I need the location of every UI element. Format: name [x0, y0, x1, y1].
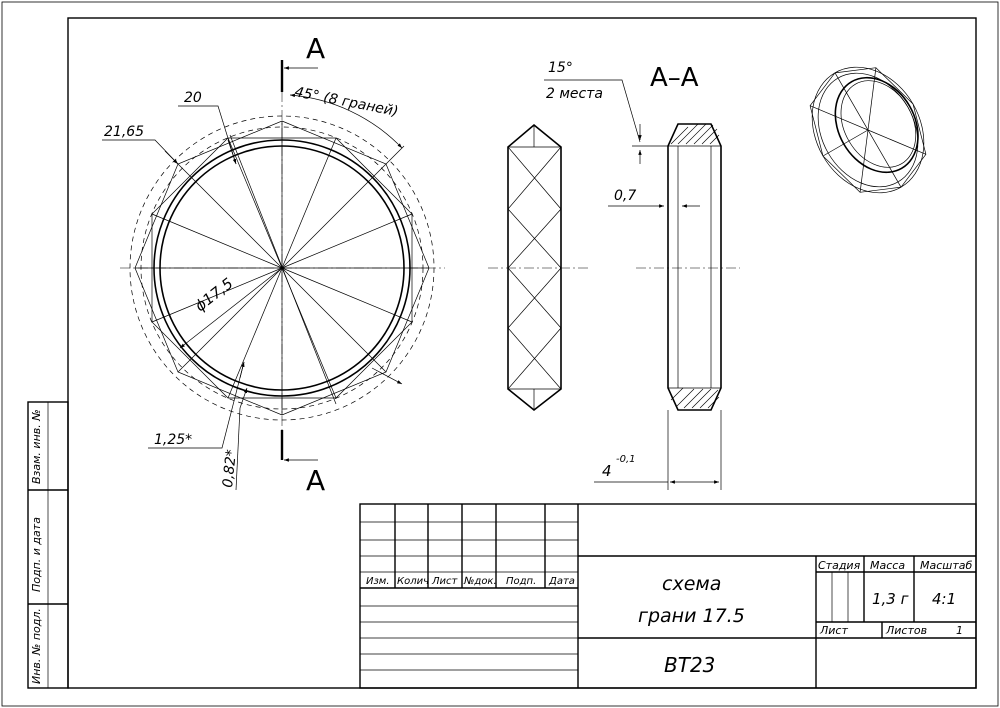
- scale-label: Масштаб: [920, 559, 972, 572]
- sheets-label: Листов: [885, 624, 927, 637]
- side-view: [488, 123, 590, 412]
- col-data: Дата: [548, 576, 575, 587]
- dim-20-leader: [178, 105, 237, 165]
- section-mark-top: A: [306, 32, 325, 65]
- col-kolich: Колич: [397, 576, 429, 587]
- section-mark-bottom: A: [306, 464, 325, 497]
- col-izm: Изм.: [366, 576, 390, 587]
- col-list: Лист: [431, 576, 459, 587]
- side-view-outline: [507, 123, 562, 412]
- dim-07-label: 0,7: [614, 188, 636, 204]
- section-view: A–A: [544, 60, 740, 490]
- dim-4-label: 4: [602, 462, 612, 480]
- stage-label: Стадия: [818, 559, 861, 572]
- section-title: A–A: [650, 63, 699, 93]
- front-view: A A 45° (8 граней) 20 21,65 ϕ17,5 1,25* …: [102, 32, 445, 497]
- outer-dashed-circle: [129, 115, 435, 421]
- scale-value: 4:1: [932, 590, 956, 608]
- drawing-designation: BT23: [664, 653, 715, 677]
- dim-20-label: 20: [184, 90, 202, 106]
- dim-places-label: 2 места: [546, 86, 603, 102]
- dim-4-tolerance: -0,1: [616, 454, 636, 465]
- dim-082-label: 0,82*: [220, 449, 240, 489]
- dim-125-leader: [148, 361, 245, 449]
- dim-angle-faces-label: 45° (8 граней): [293, 84, 399, 120]
- isometric-view: [809, 66, 927, 194]
- drawing-name-line2: грани 17.5: [638, 605, 745, 627]
- dim-phi-line: [179, 267, 283, 349]
- dim-082-leader: [239, 387, 248, 409]
- stamp-sign-date: Подп. и дата: [30, 517, 43, 592]
- col-ndok: №док.: [463, 576, 497, 587]
- col-podp: Подп.: [506, 576, 536, 587]
- dim-45-arc: [289, 93, 403, 149]
- side-stamp: Взам. инв. № Подп. и дата Инв. № подл.: [27, 401, 69, 689]
- mass-label: Масса: [870, 559, 905, 572]
- sheet-label: Лист: [819, 624, 848, 637]
- stamp-inv-orig: Инв. № подл.: [30, 608, 43, 684]
- dim-2165-leader: [102, 139, 179, 165]
- dim-15-label: 15°: [548, 60, 573, 76]
- drawing-name-line1: схема: [662, 573, 721, 595]
- title-block: Изм. Колич Лист №док. Подп. Дата схема г…: [359, 503, 977, 689]
- dim-125-label: 1,25*: [154, 432, 192, 448]
- sheets-value: 1: [956, 624, 963, 637]
- mass-value: 1,3 г: [872, 590, 909, 608]
- section-outline: [667, 123, 722, 411]
- dim-2165-label: 21,65: [104, 124, 144, 140]
- dim-15-leader: [544, 79, 641, 143]
- stamp-inv-replace: Взам. инв. №: [30, 409, 43, 484]
